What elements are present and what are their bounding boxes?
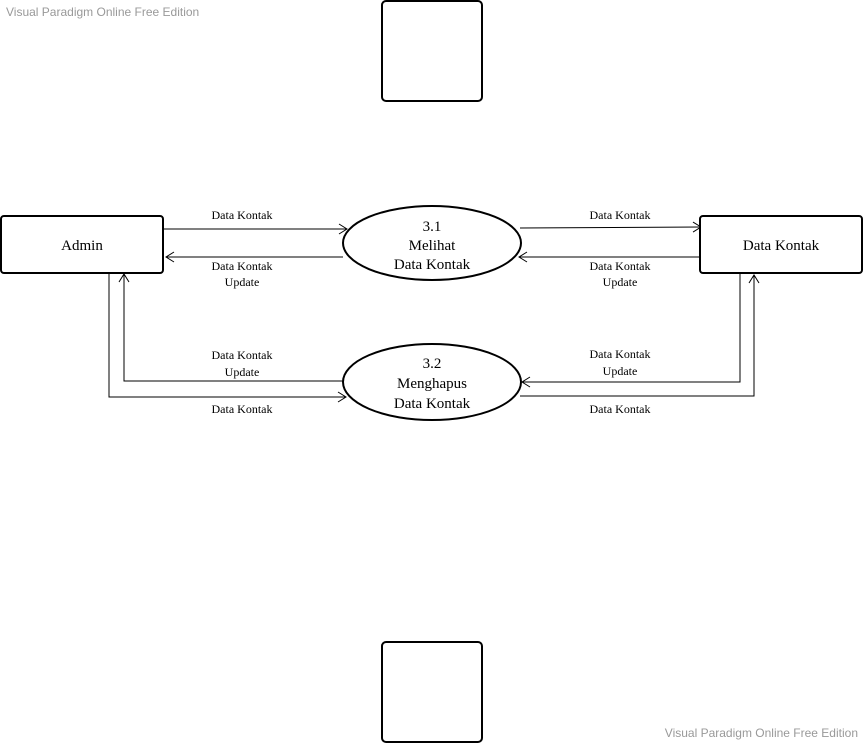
- entity-data-kontak[interactable]: Data Kontak: [699, 215, 863, 274]
- flow-store-to-p2[interactable]: [521, 273, 741, 388]
- label-store-to-p2-line1: Data Kontak: [590, 347, 651, 361]
- entity-admin[interactable]: Admin: [0, 215, 164, 274]
- label-admin-to-p2: Data Kontak: [212, 402, 273, 416]
- label-p1-to-store: Data Kontak: [590, 208, 651, 222]
- flow-p2-to-store[interactable]: [520, 274, 760, 397]
- label-store-to-p1-line1: Data Kontak: [590, 259, 651, 273]
- empty-box-bottom[interactable]: [381, 641, 483, 743]
- label-store-to-p1-line2: Update: [603, 275, 638, 289]
- watermark-top: Visual Paradigm Online Free Edition: [6, 5, 200, 19]
- process-3-1[interactable]: 3.1 Melihat Data Kontak: [342, 205, 522, 281]
- label-p1-to-admin-line2: Update: [225, 275, 260, 289]
- entity-admin-label: Admin: [61, 238, 103, 254]
- flow-admin-to-p2[interactable]: [108, 273, 347, 403]
- flow-p1-to-store[interactable]: [519, 221, 702, 233]
- process-3-1-line1: Melihat: [409, 238, 456, 254]
- label-p1-to-admin-line1: Data Kontak: [212, 259, 273, 273]
- label-p2-to-admin-line1: Data Kontak: [212, 348, 273, 362]
- process-3-2-line2: Data Kontak: [394, 396, 471, 412]
- label-p2-to-admin-line2: Update: [225, 365, 260, 379]
- process-3-2[interactable]: 3.2 Menghapus Data Kontak: [342, 343, 522, 421]
- process-3-2-line1: Menghapus: [397, 376, 467, 392]
- process-3-2-number: 3.2: [423, 356, 442, 372]
- empty-box-top[interactable]: [381, 0, 483, 102]
- process-3-1-number: 3.1: [423, 219, 442, 235]
- process-3-1-line2: Data Kontak: [394, 257, 471, 273]
- watermark-bottom: Visual Paradigm Online Free Edition: [664, 726, 858, 740]
- label-p2-to-store: Data Kontak: [590, 402, 651, 416]
- flow-p2-to-admin[interactable]: [118, 273, 343, 382]
- label-admin-to-p1: Data Kontak: [212, 208, 273, 222]
- label-store-to-p2-line2: Update: [603, 364, 638, 378]
- entity-data-kontak-label: Data Kontak: [743, 238, 820, 254]
